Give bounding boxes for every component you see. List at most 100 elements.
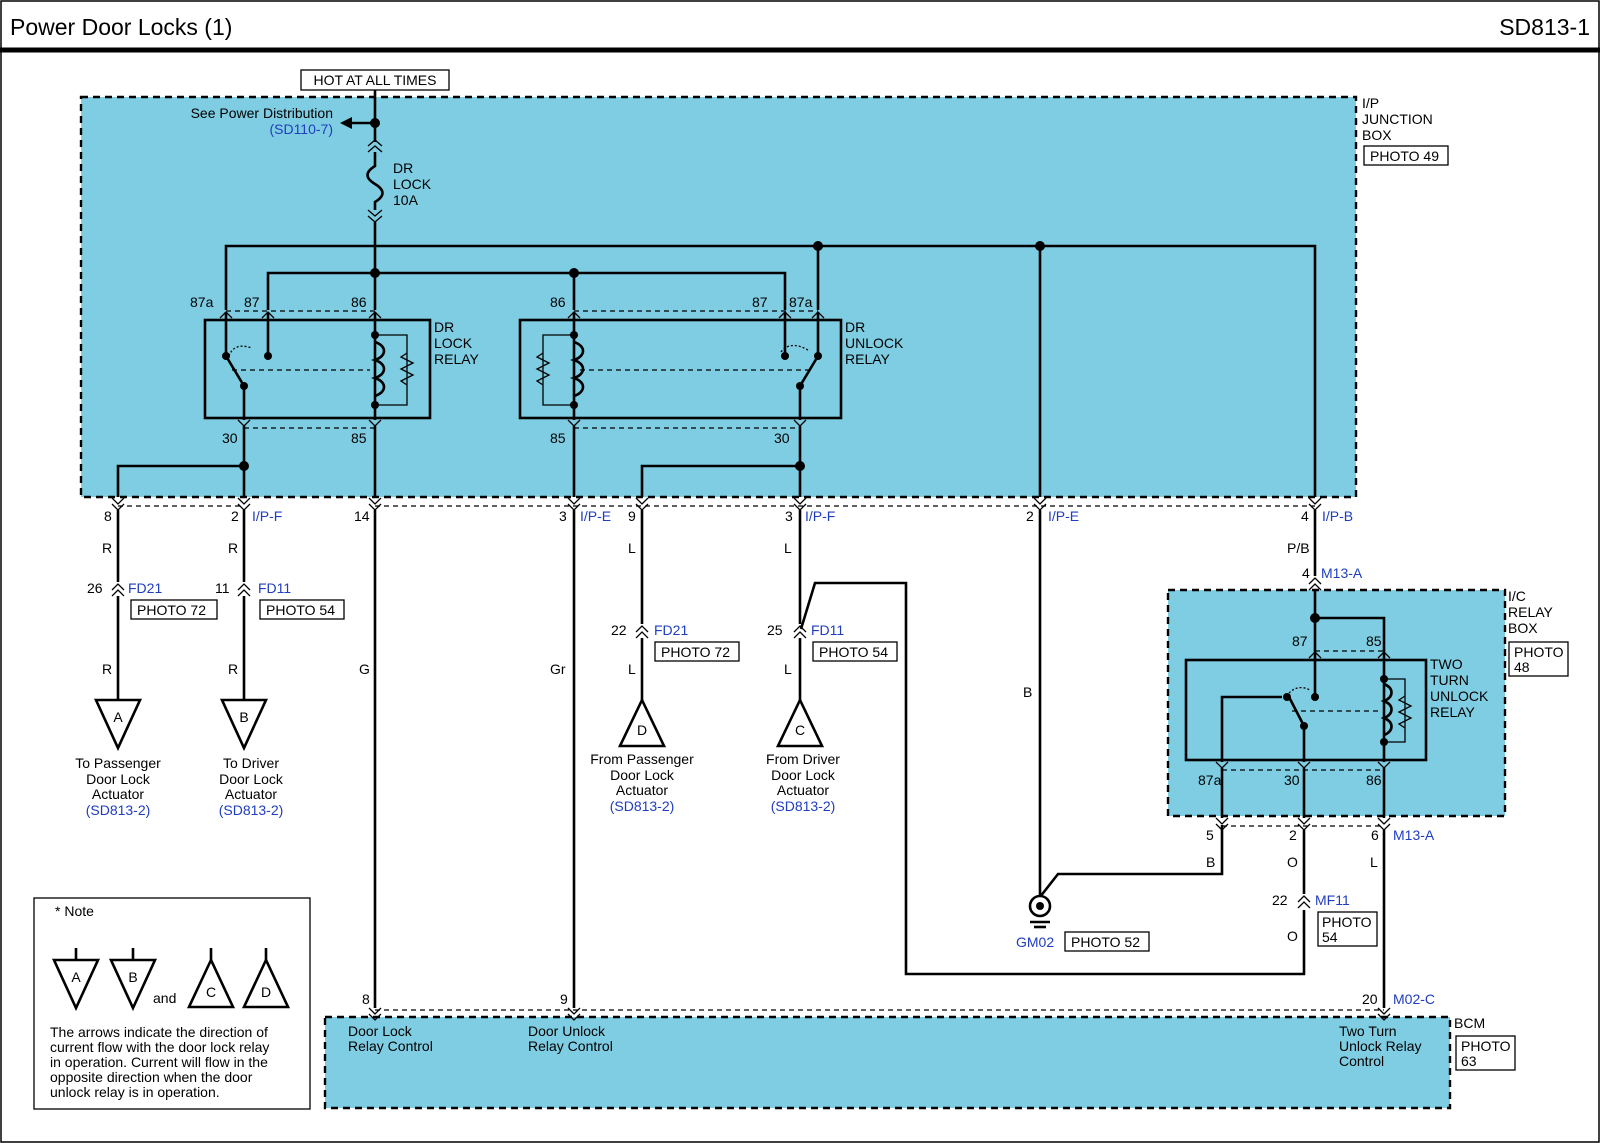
wire-color: O: [1287, 928, 1298, 944]
fuse-label-3: 10A: [393, 192, 419, 208]
note-triangle-icon: [51, 958, 101, 1012]
note-letter: A: [71, 969, 81, 985]
photo-label-1: PHOTO: [1322, 914, 1372, 930]
relay-label-2: UNLOCK: [845, 335, 904, 351]
dr-unlock-relay: 86 87 87a 85 30 DR UNLOCK RELAY: [518, 294, 904, 446]
note-letter: C: [206, 984, 216, 1000]
pin-label: 4: [1302, 565, 1310, 581]
photo-label: PHOTO 52: [1071, 934, 1140, 950]
ref-page-link[interactable]: (SD813-2): [86, 802, 151, 818]
relay-pin: 87: [244, 294, 260, 310]
relay-pin: 87: [752, 294, 768, 310]
wire-color: L: [628, 661, 636, 677]
ground-icon-center: [1036, 902, 1044, 910]
wire-color: R: [228, 661, 238, 677]
connector-label: I/P-F: [805, 508, 835, 524]
switch-arm: [224, 355, 246, 387]
bcm-unlock-label-2: Relay Control: [528, 1038, 613, 1054]
wire: [1384, 678, 1406, 743]
connector-label: M13-A: [1321, 565, 1363, 581]
ref-triangle-icon: [775, 696, 825, 748]
splice-dot: [370, 268, 380, 278]
wire: [542, 334, 574, 406]
ic-relay-box-zone: [1166, 588, 1507, 818]
ref-page-link[interactable]: (SD813-2): [219, 802, 284, 818]
bus-wire-86: [266, 271, 787, 310]
resistor-icon: [1397, 695, 1413, 729]
bcm-photo-1: PHOTO: [1461, 1038, 1511, 1054]
dr-lock-relay: 87a 87 86 30 85 DR LOCK RELAY: [190, 294, 480, 446]
note-and: and: [153, 990, 176, 1006]
coil-icon: [1380, 682, 1393, 737]
note-line: unlock relay is in operation.: [50, 1084, 220, 1100]
photo-box: [130, 599, 218, 620]
wire-color: P/B: [1287, 540, 1310, 556]
note-line: in operation. Current will flow in the: [50, 1054, 268, 1070]
pin-label: 22: [611, 622, 627, 638]
relay-pin: 87a: [789, 294, 813, 310]
connector-label: MF11: [1315, 892, 1350, 908]
relay-label-1: DR: [434, 319, 454, 335]
ref-label-2: Door Lock: [610, 767, 675, 783]
relay-box: [518, 318, 843, 420]
wire-color: L: [1370, 854, 1378, 870]
bus-wire-87a: [224, 244, 1317, 497]
connector-label: M02-C: [1393, 991, 1435, 1007]
ref-label-2: Door Lock: [219, 771, 284, 787]
relay-pin: 30: [1284, 772, 1300, 788]
page-code: SD813-1: [1499, 14, 1590, 40]
wire-color: G: [359, 661, 370, 677]
ic-box-label-3: BOX: [1508, 620, 1538, 636]
pin-label: 6: [1371, 827, 1379, 843]
ref-letter: C: [795, 722, 805, 738]
bcm-tt-label-3: Control: [1339, 1053, 1384, 1069]
ref-label-3: Actuator: [616, 782, 668, 798]
ref-label-3: Actuator: [92, 786, 144, 802]
ref-label-1: From Driver: [766, 751, 840, 767]
connector-label: FD21: [654, 622, 688, 638]
relay-pin: 30: [774, 430, 790, 446]
wire: [375, 334, 408, 406]
connector-label: I/P-E: [580, 508, 611, 524]
connector-label: I/P-E: [1048, 508, 1079, 524]
relay-pin: 85: [1366, 633, 1382, 649]
connector-icon: [368, 1007, 1391, 1021]
wire: [1038, 825, 1224, 898]
hot-label: HOT AT ALL TIMES: [314, 72, 437, 88]
ref-page-link[interactable]: (SD813-2): [610, 798, 675, 814]
power-dist-label: See Power Distribution: [191, 105, 333, 121]
fuse-icon: [366, 152, 384, 210]
note-triangle-icon: [186, 956, 236, 1009]
bcm-tt-label-2: Unlock Relay: [1339, 1038, 1421, 1054]
pin-label: 2: [1026, 508, 1034, 524]
ip-box-label-1: I/P: [1362, 95, 1379, 111]
wire-color: Gr: [550, 661, 566, 677]
contact-dot: [781, 352, 789, 360]
relay-label-3: RELAY: [434, 351, 480, 367]
note-line: current flow with the door lock relay: [50, 1039, 269, 1055]
coil-icon: [569, 340, 585, 398]
pin-label: 8: [104, 508, 112, 524]
wire-color: R: [102, 661, 112, 677]
ip-box-photo-box: [1363, 145, 1449, 166]
connector-label: I/P-F: [252, 508, 282, 524]
pin-label: 26: [87, 580, 103, 596]
note-triangle-icon: [108, 958, 158, 1012]
wire: [1315, 616, 1386, 652]
resistor-icon: [399, 352, 415, 386]
relay-label-1: TWO: [1430, 656, 1463, 672]
photo-box: [654, 641, 740, 662]
power-dist-ref: (SD110-7): [269, 121, 333, 137]
note-line: The arrows indicate the direction of: [50, 1024, 268, 1040]
relay-pin: 85: [550, 430, 566, 446]
bcm-lock-label-2: Relay Control: [348, 1038, 433, 1054]
ic-box-label-2: RELAY: [1508, 604, 1554, 620]
resistor-icon: [535, 352, 551, 386]
ref-page-link[interactable]: (SD813-2): [771, 798, 836, 814]
two-turn-unlock-relay: 87 85 87a 30 86 TWO TURN UNLOCK RELAY: [1184, 633, 1489, 788]
relay-pin: 30: [222, 430, 238, 446]
wire-color: R: [228, 540, 238, 556]
relay-pin: 86: [351, 294, 367, 310]
ic-box-photo-2: 48: [1514, 659, 1530, 675]
